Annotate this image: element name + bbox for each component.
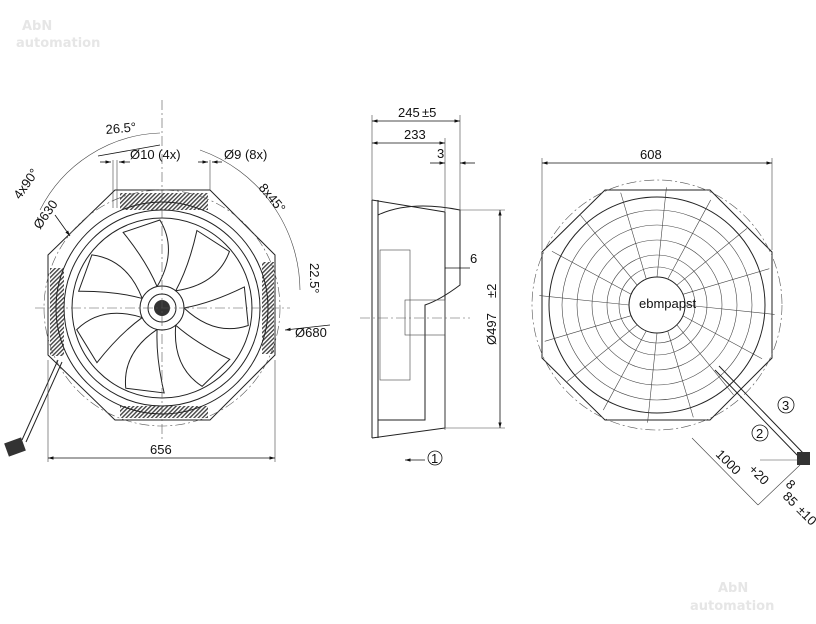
svg-text:AbN: AbN <box>22 19 52 34</box>
guard-ring <box>576 224 738 386</box>
rear-motor <box>628 276 686 334</box>
marker-2: 2 <box>756 426 763 441</box>
guard-spoke <box>647 332 658 423</box>
front-hatch-top <box>120 193 208 210</box>
dim-dia-497-tol: ±2 <box>484 284 499 298</box>
rear-housing-octagon <box>541 189 773 421</box>
guard-spoke <box>676 228 748 286</box>
marker-3-circle <box>777 396 795 414</box>
guard-spoke <box>682 268 770 295</box>
dim-width-608: 608 <box>640 147 662 162</box>
side-impeller <box>377 205 461 421</box>
front-impeller-blades <box>76 219 249 394</box>
guard-spoke <box>539 295 630 306</box>
guard-spoke <box>667 199 711 280</box>
dim-hole-9: Ø9 (8x) <box>224 147 267 162</box>
rear-logo: ebmpapst <box>639 296 696 311</box>
dim-85-tol: ±10 <box>794 503 816 529</box>
guard-spoke <box>544 315 632 342</box>
impeller-blade <box>77 254 143 299</box>
guard-spoke <box>551 251 632 295</box>
rear-cable <box>714 365 805 459</box>
guard-ring <box>591 239 723 371</box>
svg-text:AbN: AbN <box>718 581 748 596</box>
marker-2-circle <box>751 424 769 442</box>
dim-dia-497: Ø497 <box>484 313 499 345</box>
dim-26-5: 26.5° <box>105 119 137 137</box>
airflow-marker-circle <box>427 450 443 466</box>
rear-guard-outer <box>548 196 766 414</box>
front-view: 26.5° Ø10 (4x) Ø9 (8x) 4x90° 8x45° Ø630 … <box>4 100 331 462</box>
dim-depth-245: 245 <box>398 105 420 120</box>
svg-text:automation: automation <box>690 599 774 614</box>
side-housing <box>371 199 446 439</box>
watermark-top: AbN automation <box>16 19 100 51</box>
front-connector <box>4 437 26 457</box>
front-hatch-left <box>50 268 64 356</box>
marker-3: 3 <box>782 398 789 413</box>
rear-guard-wires <box>539 187 775 423</box>
dim-depth-245-tol: ±5 <box>422 105 436 120</box>
side-view: 245 ±5 233 3 6 Ø497 ±2 1 <box>360 105 505 466</box>
dim-6: 6 <box>470 251 477 266</box>
dim-hole-10: Ø10 (4x) <box>130 147 181 162</box>
impeller-blade <box>183 286 249 330</box>
guard-spoke <box>682 315 763 359</box>
airflow-marker: 1 <box>431 451 438 466</box>
dim-4x90: 4x90° <box>10 166 41 202</box>
front-cable <box>21 359 59 441</box>
dim-3: 3 <box>437 146 444 161</box>
guard-ring <box>606 254 708 356</box>
dim-85: 85 <box>780 489 801 510</box>
dim-depth-233: 233 <box>404 127 426 142</box>
guard-ring <box>618 266 696 344</box>
arc-8x45 <box>199 149 301 291</box>
dim-width-656: 656 <box>150 442 172 457</box>
guard-spoke <box>603 330 647 411</box>
dim-cable-1000: 1000 <box>713 447 744 478</box>
watermark-bottom: AbN automation <box>690 581 774 614</box>
guard-spoke <box>620 192 647 280</box>
impeller-blade <box>124 329 165 394</box>
impeller-blade <box>175 229 231 292</box>
dim-cable-1000-tol: +20 <box>746 462 772 488</box>
rear-view: ebmpapst 608 3 2 1000 +20 8 85 ±10 <box>531 147 816 529</box>
dim-22-5: 22.5° <box>307 263 322 294</box>
arc-4x90 <box>39 132 161 211</box>
guard-ring <box>561 209 753 401</box>
guard-spoke <box>684 304 775 315</box>
guard-spoke <box>667 330 694 418</box>
dim-dia-680: Ø680 <box>295 325 327 340</box>
impeller-blade <box>174 324 231 387</box>
svg-text:automation: automation <box>16 36 100 51</box>
impeller-blade <box>122 219 169 287</box>
dim-8x45: 8x45° <box>256 180 289 215</box>
guard-spoke <box>676 324 734 396</box>
guard-spoke <box>580 214 638 286</box>
front-housing-octagon <box>47 189 276 421</box>
dim-dia-630: Ø630 <box>30 197 61 232</box>
front-hatch-bottom <box>120 406 208 418</box>
rear-connector <box>797 452 810 465</box>
guard-spoke <box>566 324 638 382</box>
impeller-blade <box>76 312 143 364</box>
guard-spoke <box>656 187 667 278</box>
